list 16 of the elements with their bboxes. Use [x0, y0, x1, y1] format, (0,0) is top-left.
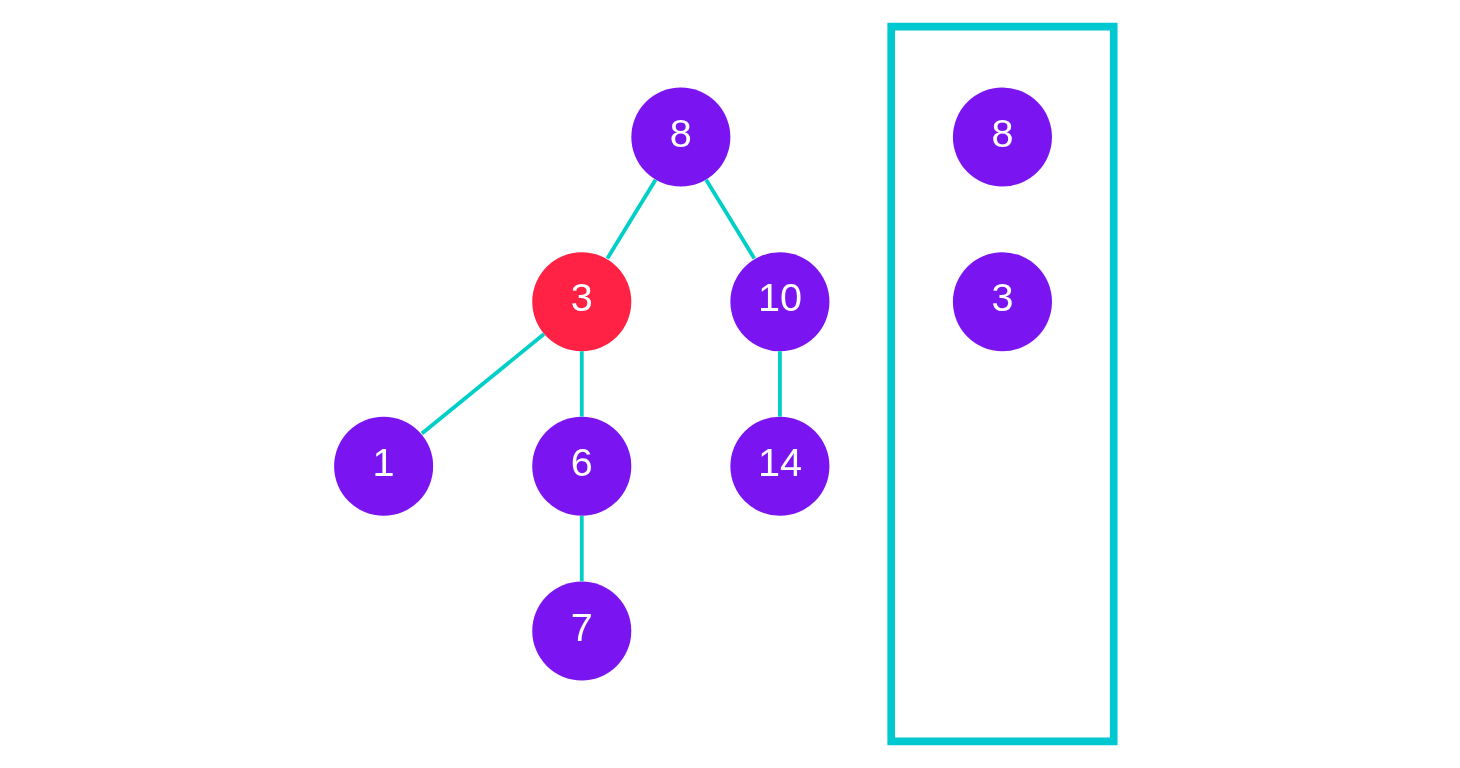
connector	[605, 178, 658, 260]
connector	[579, 351, 584, 417]
node-circle: 14	[730, 416, 830, 516]
connector	[420, 332, 546, 436]
node-circle: 10	[730, 252, 830, 352]
node-circle: 3	[952, 252, 1052, 352]
node-circle: 1	[334, 416, 434, 516]
node-circle: 3	[532, 252, 632, 352]
node-circle: 7	[532, 581, 632, 681]
cluster	[887, 22, 1118, 746]
node-circle: 6	[532, 416, 632, 516]
connector	[704, 178, 756, 260]
connector	[778, 351, 782, 417]
node-circle: 8	[952, 87, 1052, 187]
connector	[579, 515, 584, 582]
node-circle: 8	[631, 87, 731, 187]
